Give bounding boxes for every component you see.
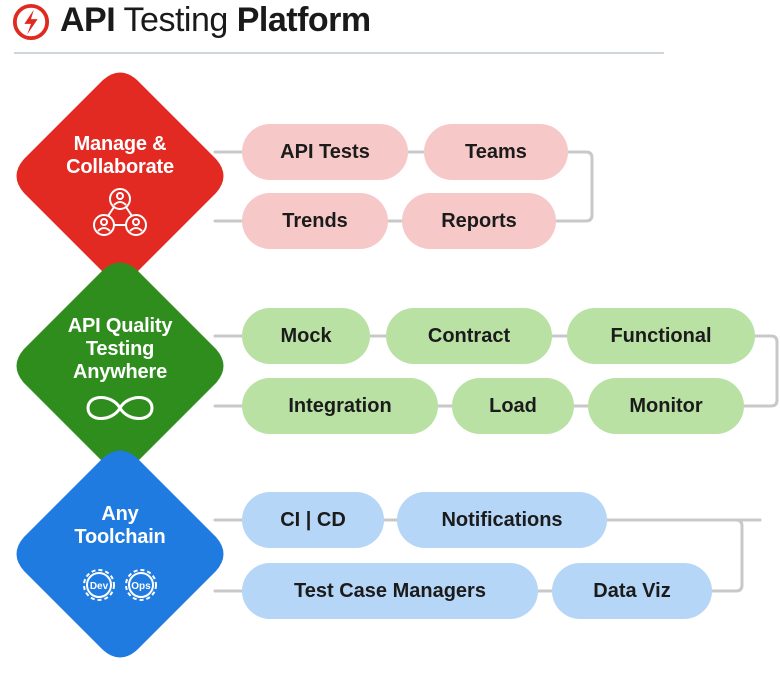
diamond-label-line3: Anywhere: [73, 361, 167, 383]
diamond-label-line1: API Quality: [67, 315, 173, 337]
infinity-icon: [86, 396, 154, 420]
pill-monitor: Monitor: [588, 378, 744, 434]
pill-reports: Reports: [402, 193, 556, 249]
title-testing: Testing: [123, 1, 229, 39]
diamond-label-line2: Testing: [85, 338, 155, 360]
gear-dev-text: Dev: [90, 581, 109, 592]
devops-gears-icon: Dev Ops: [83, 569, 157, 601]
pill-contract: Contract: [386, 308, 552, 364]
header-divider: [14, 52, 664, 54]
pill-test-case-managers: Test Case Managers: [242, 563, 538, 619]
pill-integration: Integration: [242, 378, 438, 434]
pill-mock: Mock: [242, 308, 370, 364]
pill-functional: Functional: [567, 308, 755, 364]
pill-api-tests: API Tests: [242, 124, 408, 180]
pill-ci-cd: CI | CD: [242, 492, 384, 548]
diamond-label-line2: Toolchain: [74, 526, 166, 548]
diamond-any-toolchain: Any Toolchain Dev Ops: [9, 443, 231, 665]
diamond-shape: [16, 262, 224, 470]
people-network-icon: [93, 188, 147, 236]
pill-trends: Trends: [242, 193, 388, 249]
title-platform: Platform: [236, 1, 371, 39]
page-title: API Testing Platform: [60, 0, 371, 42]
diamond-shape: [16, 72, 224, 280]
gear-ops-text: Ops: [131, 581, 151, 592]
title-api: API: [60, 1, 116, 39]
pill-load: Load: [452, 378, 574, 434]
diamond-label-line1: Manage &: [73, 133, 167, 155]
diamond-shape: [16, 450, 224, 658]
diamond-api-quality: API Quality Testing Anywhere: [9, 255, 231, 477]
diamond-manage-collaborate: Manage & Collaborate: [9, 65, 231, 287]
pill-teams: Teams: [424, 124, 568, 180]
diamond-label-line1: Any: [101, 503, 139, 525]
lightning-circle-icon: [12, 3, 50, 41]
header: API Testing Platform: [0, 0, 780, 60]
pill-data-viz: Data Viz: [552, 563, 712, 619]
diamond-label-line2: Collaborate: [66, 156, 174, 178]
pill-notifications: Notifications: [397, 492, 607, 548]
